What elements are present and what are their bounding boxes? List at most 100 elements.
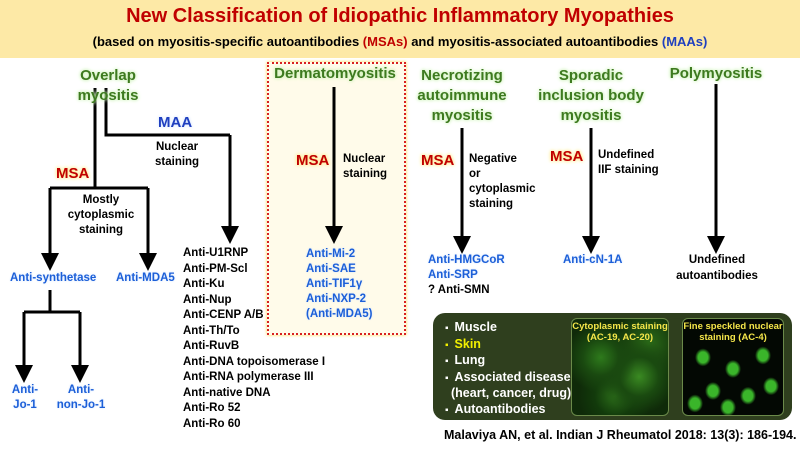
feature-text: Autoantibodies <box>454 401 546 416</box>
antibody-srp: Anti-SRP <box>428 269 478 281</box>
bullet-icon: ▪ <box>445 356 449 367</box>
clinical-features-list: ▪ Muscle ▪ Skin ▪ Lung ▪ Associated disease (hea… <box>445 320 571 418</box>
feature-text: Muscle <box>454 320 497 334</box>
maa-antibody-item: Anti-Nup <box>183 293 232 306</box>
feature-text: (heart, cancer, drug) <box>451 386 572 400</box>
necrotizing-antibody-list: Anti-HMGCoR Anti-SRP ? Anti-SMN <box>428 253 505 299</box>
feature-item: (heart, cancer, drug) <box>445 386 571 402</box>
maa-note-line: staining <box>155 156 200 168</box>
overlap-myositis-title: Overlap myositis <box>77 67 139 104</box>
bullet-icon: ▪ <box>445 372 449 384</box>
maa-antibody-item: Anti-CENP A/B <box>183 309 264 321</box>
maa-antibody-item: Anti-Ku <box>183 278 225 290</box>
anti-cn1a: Anti-cN-1A <box>563 254 623 266</box>
subtitle-msa: (MSAs) <box>362 34 408 49</box>
feature-item: ▪ Associated disease <box>445 370 571 387</box>
necro-note-line: staining <box>469 198 514 210</box>
subtitle-maa: (MAAs) <box>661 34 708 49</box>
sibm-title: Sporadic inclusion body myositis <box>536 66 646 126</box>
poly-result-line: Undefined <box>688 254 746 266</box>
caption-line: Cytoplasmic staining <box>572 321 668 332</box>
sibm-title-line: Sporadic <box>558 67 624 84</box>
dermatomyositis-msa-label: MSA <box>296 152 330 169</box>
feature-item: ▪ Skin <box>445 337 571 354</box>
feature-item: ▪ Lung <box>445 353 571 370</box>
msa-note-line: cytoplasmic <box>67 209 135 221</box>
citation: Malaviya AN, et al. Indian J Rheumatol 2… <box>444 428 797 442</box>
maa-antibody-item: Anti-native DNA <box>183 386 271 399</box>
necro-note-line: Negative <box>469 153 517 165</box>
dm-antibody-item: (Anti-MDA5) <box>306 308 373 320</box>
sibm-title-line: inclusion body <box>538 87 644 104</box>
feature-text: Skin <box>454 336 481 351</box>
anti-nonjo1-line: non-Jo-1 <box>56 399 106 411</box>
feature-item: ▪ Autoantibodies <box>445 402 571 419</box>
dermatomyositis-note: Nuclear staining <box>343 152 387 182</box>
cytoplasmic-caption: Cytoplasmic staining (AC-19, AC-20) <box>572 321 668 343</box>
antibody-smn: ? Anti-SMN <box>428 284 490 296</box>
nuclear-caption: Fine speckled nuclear staining (AC-4) <box>683 321 783 343</box>
poly-result-line: autoantibodies <box>676 269 758 282</box>
maa-antibody-item: Anti-RNA polymerase III <box>183 371 314 383</box>
maa-antibody-item: Anti-Ro 60 <box>183 417 241 430</box>
necrotizing-msa-label: MSA <box>421 152 455 169</box>
subtitle-text-1: (based on myositis-specific autoantibodi… <box>92 34 363 49</box>
dm-antibody-item: Anti-NXP-2 <box>306 293 367 305</box>
sibm-title-line: myositis <box>560 107 622 124</box>
maa-antibody-item: Anti-Th/To <box>183 324 240 337</box>
subtitle-text-2: and myositis-associated autoantibodies <box>407 34 662 49</box>
anti-mda5: Anti-MDA5 <box>116 272 175 284</box>
anti-nonjo1-line: Anti- <box>67 384 95 396</box>
anti-synthetase: Anti-synthetase <box>10 272 97 284</box>
sibm-msa-label: MSA <box>550 148 584 165</box>
anti-jo1-line: Anti- <box>11 384 39 396</box>
msa-note-line: Mostly <box>82 194 120 206</box>
caption-line: (AC-19, AC-20) <box>586 332 654 343</box>
dm-antibody-item: Anti-SAE <box>306 263 356 275</box>
maa-antibody-item: Anti-U1RNP <box>183 247 249 259</box>
maa-antibody-item: Anti-Ro 52 <box>183 402 241 414</box>
necrotizing-title: Necrotizing autoimmune myositis <box>412 66 512 126</box>
msa-note-line: staining <box>78 224 124 236</box>
anti-jo1: Anti- Jo-1 <box>10 383 40 413</box>
maa-antibody-item: Anti-PM-Scl <box>183 262 248 275</box>
anti-nonjo1: Anti- non-Jo-1 <box>56 383 106 413</box>
necro-note-line: or <box>469 168 481 180</box>
overlap-msa-note: Mostly cytoplasmic staining <box>56 193 146 238</box>
necro-note-line: cytoplasmic <box>469 183 536 195</box>
feature-text: Associated disease <box>454 369 571 384</box>
sibm-note: Undefined IIF staining <box>598 148 659 178</box>
bullet-icon: ▪ <box>445 339 449 351</box>
dm-antibody-item: Anti-Mi-2 <box>306 248 356 260</box>
necrotizing-title-line: autoimmune <box>417 87 507 104</box>
dermatomyositis-highlight-box <box>267 62 406 335</box>
cytoplasmic-staining-image: Cytoplasmic staining (AC-19, AC-20) <box>571 318 669 416</box>
dm-note-line: staining <box>343 168 388 180</box>
bullet-icon: ▪ <box>445 323 449 334</box>
anti-jo1-line: Jo-1 <box>13 399 37 411</box>
page-title: New Classification of Idiopathic Inflamm… <box>126 5 674 27</box>
polymyositis-result: Undefined autoantibodies <box>668 253 766 284</box>
nuclear-staining-image: Fine speckled nuclear staining (AC-4) <box>682 318 784 416</box>
maa-antibody-item: Anti-DNA topoisomerase I <box>183 355 326 368</box>
maa-note-line: Nuclear <box>155 141 199 153</box>
caption-line: Fine speckled nuclear <box>683 321 783 332</box>
sibm-note-line: Undefined <box>598 149 655 161</box>
page-subtitle: (based on myositis-specific autoantibodi… <box>0 34 800 49</box>
feature-text: Lung <box>454 353 486 367</box>
sibm-note-line: IIF staining <box>598 164 659 176</box>
maa-label: MAA <box>158 114 193 131</box>
bullet-icon: ▪ <box>445 404 449 416</box>
dermatomyositis-title: Dermatomyositis <box>274 65 396 82</box>
polymyositis-title: Polymyositis <box>669 65 763 82</box>
overlap-maa-line <box>104 88 230 137</box>
header-banner: New Classification of Idiopathic Inflamm… <box>0 0 800 58</box>
necrotizing-note: Negative or cytoplasmic staining <box>469 152 535 212</box>
dm-note-line: Nuclear <box>343 153 386 165</box>
caption-line: staining (AC-4) <box>699 332 767 343</box>
maa-antibody-item: Anti-RuvB <box>183 340 240 352</box>
feature-item: ▪ Muscle <box>445 320 571 337</box>
antibody-hmgcor: Anti-HMGCoR <box>428 254 505 266</box>
